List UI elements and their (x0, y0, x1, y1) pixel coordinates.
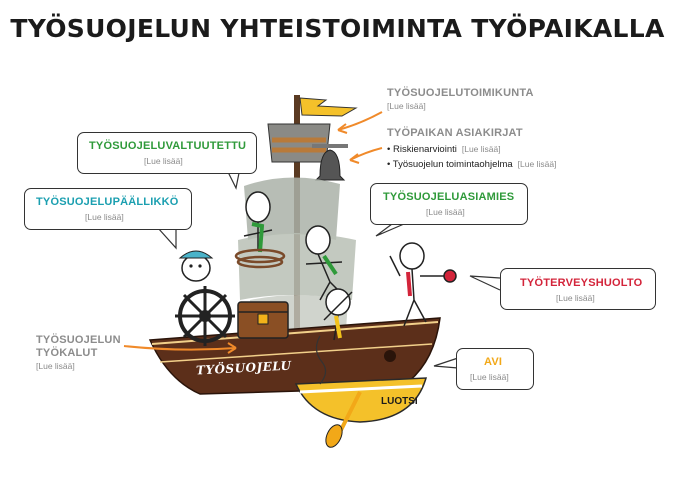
tyokalut-label-line2: TYÖKALUT (36, 347, 98, 359)
sail-icon (244, 177, 340, 240)
pilot-boat (294, 377, 428, 448)
treasure-chest-icon (237, 301, 289, 339)
bubble-valtuutettu (77, 132, 257, 174)
bell-icon (314, 149, 346, 181)
asiamies-read-more-link[interactable]: [Lue lisää] (426, 207, 465, 217)
steering-wheel-icon (175, 286, 235, 346)
avi-label: AVI (484, 356, 503, 368)
document-riskienarviointi: Riskienarviointi (392, 144, 457, 155)
valtuutettu-label: TYÖSUOJELUVALTUUTETTU (89, 140, 247, 152)
riskienarviointi-read-more-link[interactable]: [Lue lisää] (461, 144, 501, 154)
porthole-icon (384, 350, 396, 362)
document-toimintaohjelma: Työsuojelun toimintaohjelma (392, 159, 513, 170)
tyoterveys-read-more-link[interactable]: [Lue lisää] (556, 293, 595, 303)
valtuutettu-read-more-link[interactable]: [Lue lisää] (144, 156, 183, 166)
agent-figure (305, 225, 345, 301)
bubble-avi (456, 348, 534, 390)
paallikko-label: TYÖSUOJELUPÄÄLLIKKÖ (36, 196, 179, 208)
tyoterveys-label: TYÖTERVEYSHUOLTO (520, 277, 643, 289)
documents-list: • Riskienarviointi[Lue lisää] • Työsuoje… (387, 142, 556, 172)
heart-icon (443, 269, 457, 283)
document-item: • Työsuojelun toimintaohjelma[Lue lisää] (387, 159, 557, 170)
arrows (123, 111, 383, 354)
boat-name: LUOTSI (381, 396, 418, 407)
bubble-paallikko (24, 188, 192, 230)
worker-figure (323, 288, 353, 341)
representative-figure (243, 191, 273, 253)
crows-nest-icon (267, 123, 331, 163)
tow-rope (315, 335, 327, 385)
tyokalut-label-line1: TYÖSUOJELUN (36, 334, 121, 346)
toimikunta-label: TYÖSUOJELUTOIMIKUNTA (387, 87, 534, 99)
tyokalut-read-more-link[interactable]: [Lue lisää] (36, 361, 75, 371)
captain-figure (178, 250, 214, 282)
toimikunta-read-more-link[interactable]: [Lue lisää] (387, 101, 426, 111)
flag-icon (299, 97, 358, 117)
document-item: • Riskienarviointi[Lue lisää] (387, 144, 501, 155)
coil-rope-icon (234, 248, 286, 269)
asiamies-label: TYÖSUOJELUASIAMIES (383, 191, 515, 203)
page-title: TYÖSUOJELUN YHTEISTOIMINTA TYÖPAIKALLA (10, 14, 665, 43)
bubble-tyoterveys (500, 268, 656, 310)
bubble-asiamies (370, 183, 528, 225)
health-figure (389, 242, 457, 327)
asiakirjat-label: TYÖPAIKAN ASIAKIRJAT (387, 127, 523, 139)
toimintaohjelma-read-more-link[interactable]: [Lue lisää] (517, 159, 557, 169)
avi-read-more-link[interactable]: [Lue lisää] (470, 372, 509, 382)
paallikko-read-more-link[interactable]: [Lue lisää] (85, 212, 124, 222)
